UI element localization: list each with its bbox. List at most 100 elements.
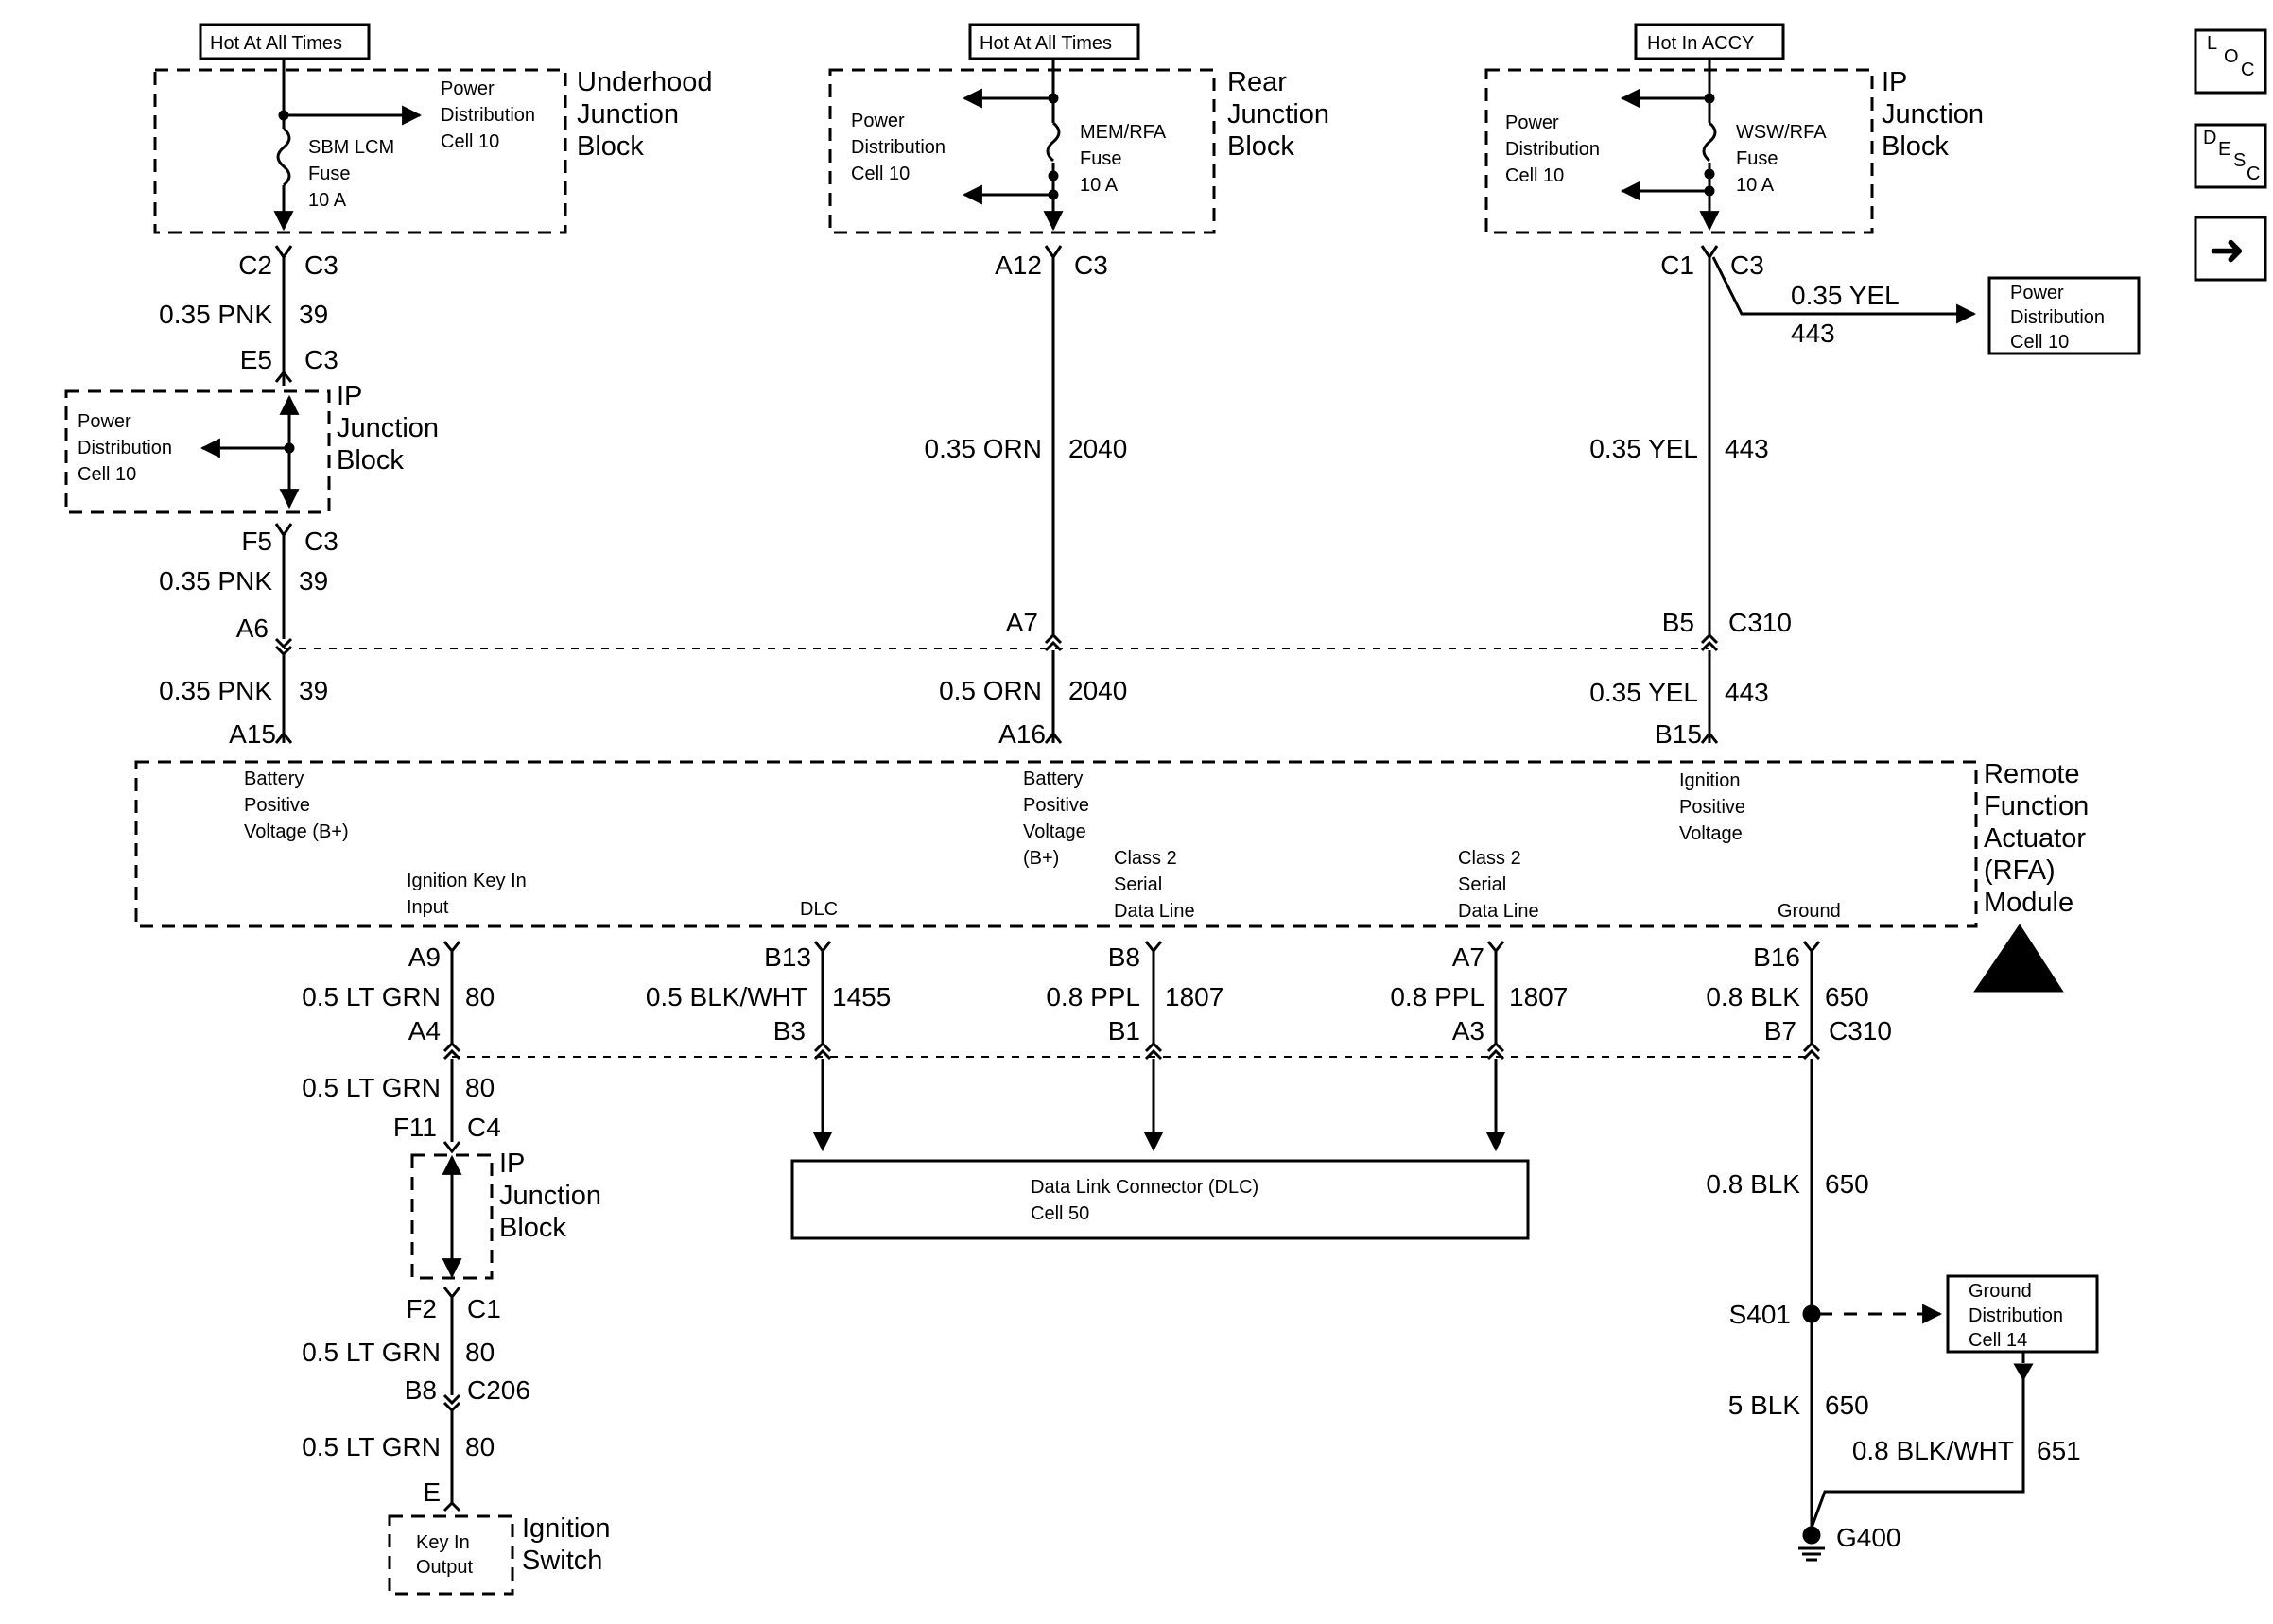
module-bat1-1: Battery	[244, 769, 304, 789]
wire-pnk-3: 0.35 PNK	[159, 676, 272, 705]
connector-c206: C206	[467, 1375, 530, 1405]
pin-c4: C4	[467, 1113, 501, 1142]
connector-c310-top: C310	[1728, 608, 1792, 637]
ip-right-pd-3: Cell 10	[1505, 165, 1564, 186]
circuit-2040-2: 2040	[1068, 676, 1127, 705]
pd-box-right-1: Power	[2010, 283, 2064, 303]
wire-blk-1: 0.8 BLK	[1706, 982, 1800, 1011]
pin-a12: A12	[995, 251, 1042, 280]
wire-ltgrn-2: 0.5 LT GRN	[302, 1073, 441, 1102]
rear-jb-name-2: Junction	[1227, 99, 1329, 130]
circuit-443-1: 443	[1725, 434, 1769, 463]
circuit-39-2: 39	[299, 566, 328, 596]
pin-b8: B8	[1108, 942, 1140, 972]
dlc-box-line-1: Data Link Connector (DLC)	[1031, 1177, 1258, 1198]
wire-ltgrn-3: 0.5 LT GRN	[302, 1338, 441, 1367]
wire-yel-2: 0.35 YEL	[1589, 678, 1698, 707]
module-class2b-3: Data Line	[1458, 901, 1539, 922]
circuit-80-4: 80	[465, 1432, 495, 1461]
pin-f11: F11	[393, 1113, 437, 1142]
pin-b13: B13	[764, 942, 811, 972]
module-class2a-3: Data Line	[1114, 901, 1195, 922]
module-bat1-3: Voltage (B+)	[244, 821, 349, 842]
underhood-junction-block	[153, 68, 567, 234]
wire-yel-1: 0.35 YEL	[1589, 434, 1698, 463]
rear-pd-1: Power	[851, 111, 905, 131]
circuit-1807-1: 1807	[1165, 982, 1223, 1011]
wire-pnk-2: 0.35 PNK	[159, 566, 272, 596]
power-distribution-box-right	[1987, 276, 2141, 355]
pin-f5: F5	[241, 527, 272, 556]
module-ign-2: Positive	[1679, 797, 1745, 818]
pin-b8-c206: B8	[405, 1375, 437, 1405]
pin-a7-top: A7	[1006, 608, 1038, 637]
pin-a6: A6	[236, 613, 269, 643]
pd-box-right-2: Distribution	[2010, 307, 2105, 328]
loc-icon[interactable]	[2194, 28, 2267, 95]
pin-b3: B3	[773, 1016, 806, 1045]
ip-left-pd-2: Distribution	[78, 438, 172, 458]
pin-c3-rear: C3	[1074, 251, 1108, 280]
ip-jb-lower-name-1: IP	[499, 1149, 525, 1179]
pd-box-right-3: Cell 10	[2010, 332, 2069, 353]
underhood-pd-1: Power	[441, 78, 495, 99]
module-class2a-1: Class 2	[1114, 848, 1177, 869]
pin-b5: B5	[1662, 608, 1694, 637]
underhood-fuse-1: SBM LCM	[308, 137, 394, 158]
ip-jb-right-name-3: Block	[1882, 131, 1949, 162]
ip-jb-lower-name-2: Junction	[499, 1181, 601, 1211]
ip-jb-left-name-2: Junction	[337, 413, 439, 443]
pin-c2: C2	[238, 251, 272, 280]
wire-ltgrn-4: 0.5 LT GRN	[302, 1432, 441, 1461]
underhood-pd-3: Cell 10	[441, 131, 499, 152]
ip-jb-right-name-2: Junction	[1882, 99, 1984, 130]
pin-a3: A3	[1452, 1016, 1484, 1045]
ground-box-3: Cell 14	[1969, 1330, 2027, 1351]
next-page-icon[interactable]	[2194, 216, 2267, 282]
module-bat2-4: (B+)	[1023, 848, 1059, 869]
circuit-443-2: 443	[1725, 678, 1769, 707]
module-name-5: Module	[1984, 888, 2073, 918]
circuit-651: 651	[2037, 1436, 2081, 1465]
desc-icon[interactable]	[2194, 123, 2267, 189]
circuit-80-2: 80	[465, 1073, 495, 1102]
loc-icon-o: O	[2224, 46, 2239, 67]
rear-jb-name-3: Block	[1227, 131, 1294, 162]
wire-blk-2: 0.8 BLK	[1706, 1169, 1800, 1199]
pin-f2: F2	[406, 1294, 437, 1323]
circuit-650-1: 650	[1825, 982, 1869, 1011]
pin-a4: A4	[408, 1016, 441, 1045]
rear-pd-2: Distribution	[851, 137, 946, 158]
supply-center-text: Hot At All Times	[980, 33, 1112, 54]
pin-b7: B7	[1764, 1016, 1796, 1045]
module-dlc: DLC	[800, 899, 838, 920]
next-arrow-glyph: ➜	[2209, 225, 2246, 274]
circuit-650-2: 650	[1825, 1169, 1869, 1199]
module-key-1: Ignition Key In	[407, 871, 527, 891]
pin-c3-ip: C3	[1730, 251, 1764, 280]
ground-box-2: Distribution	[1969, 1305, 2063, 1326]
module-bat2-3: Voltage	[1023, 821, 1086, 842]
pin-b1: B1	[1108, 1016, 1140, 1045]
ip-junction-block-left	[64, 389, 331, 514]
wire-ppl-1: 0.8 PPL	[1046, 982, 1140, 1011]
ign-switch-name-1: Ignition	[522, 1513, 611, 1544]
module-ign-1: Ignition	[1679, 770, 1741, 791]
wire-blkwht-dlc: 0.5 BLK/WHT	[646, 982, 807, 1011]
wire-blk-3: 5 BLK	[1728, 1391, 1801, 1420]
ground-box-1: Ground	[1969, 1281, 2032, 1302]
wire-orn-2: 0.5 ORN	[939, 676, 1042, 705]
connector-c310-bottom: C310	[1829, 1016, 1892, 1045]
pin-e5: E5	[240, 345, 272, 374]
desc-icon-d: D	[2203, 128, 2216, 148]
loc-icon-l: L	[2207, 33, 2217, 54]
rear-fuse-2: Fuse	[1080, 148, 1121, 169]
dlc-box	[790, 1159, 1530, 1240]
supply-left-text: Hot At All Times	[210, 33, 342, 54]
circuit-1807-2: 1807	[1509, 982, 1568, 1011]
circuit-80-3: 80	[465, 1338, 495, 1367]
underhood-fuse-3: 10 A	[308, 190, 347, 211]
rfa-module	[134, 760, 1978, 928]
wire-yel-branch: 0.35 YEL	[1791, 281, 1900, 310]
